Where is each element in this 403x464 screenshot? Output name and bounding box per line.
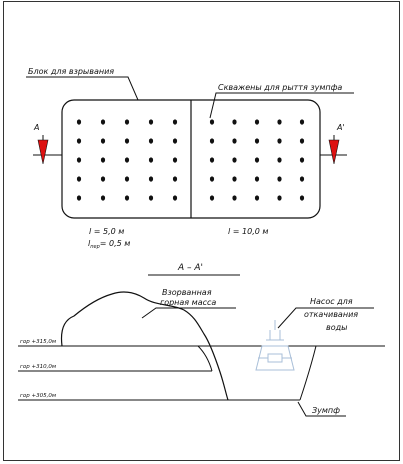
section-mark-left: A: [33, 123, 39, 132]
drill-hole: [172, 119, 178, 125]
pump-label-3: воды: [326, 323, 347, 332]
drill-hole: [299, 138, 305, 144]
level-label-310: гор +310,0м: [20, 364, 56, 370]
drill-hole: [124, 157, 130, 163]
sump-label: Зумпф: [312, 406, 340, 415]
drawing-frame: [3, 1, 400, 461]
drill-hole: [254, 119, 260, 125]
drill-hole: [76, 119, 82, 125]
drill-hole: [209, 195, 215, 201]
drill-hole: [277, 157, 282, 163]
wells-label-leader: [209, 92, 354, 119]
drill-hole: [254, 195, 260, 201]
section-mark-right: A': [336, 123, 345, 132]
drill-hole: [76, 195, 82, 201]
dim-left-l: l = 5,0 м: [89, 227, 124, 236]
blasted-rock-mass: [60, 291, 229, 401]
drill-hole: [172, 157, 178, 163]
drill-hole: [209, 138, 215, 144]
drill-hole: [299, 176, 305, 182]
section-arrow-right: [328, 139, 340, 165]
pump-label-2: откачивания: [304, 310, 358, 319]
drill-hole: [232, 138, 237, 144]
level-label-305: гор +305,0м: [20, 393, 56, 399]
drill-holes-left: [76, 119, 178, 201]
drill-hole: [277, 138, 282, 144]
drill-hole: [100, 119, 106, 125]
dim-right-l: l = 10,0 м: [228, 227, 268, 236]
drill-hole: [148, 157, 154, 163]
drill-hole: [76, 157, 82, 163]
drill-hole: [124, 176, 130, 182]
drill-hole: [209, 157, 215, 163]
drill-hole: [277, 119, 282, 125]
level-label-315: гор +315,0м: [20, 339, 56, 345]
drill-hole: [232, 119, 237, 125]
left-slope: [197, 345, 213, 372]
drill-hole: [148, 176, 154, 182]
drill-hole: [76, 176, 82, 182]
drill-hole: [100, 138, 106, 144]
block-label: Блок для взрывания: [28, 67, 114, 76]
plan-view: Блок для взрывания Скважены для рыття зу…: [26, 67, 354, 250]
drill-hole: [299, 119, 305, 125]
pump-label-leader: [277, 307, 374, 329]
section-title: A – A': [177, 263, 203, 273]
blasted-mass-label-2: горная масса: [160, 298, 216, 307]
drill-hole: [172, 138, 178, 144]
drill-hole: [124, 119, 130, 125]
drill-hole: [254, 157, 260, 163]
drill-hole: [232, 195, 237, 201]
block-label-leader: [26, 76, 139, 101]
dim-left-lper: lпер= 0,5 м: [88, 239, 130, 250]
drill-hole: [277, 176, 282, 182]
section-arrow-left: [37, 139, 49, 165]
drill-hole: [124, 195, 130, 201]
blasted-mass-leader: [141, 307, 236, 319]
wells-label: Скважены для рыття зумпфа: [218, 83, 342, 92]
drill-hole: [232, 176, 237, 182]
pump-label-1: Насос для: [310, 297, 353, 306]
drill-hole: [277, 195, 282, 201]
drill-hole: [124, 138, 130, 144]
drill-hole: [100, 176, 106, 182]
drill-hole: [254, 138, 260, 144]
pump-icon: [255, 320, 295, 371]
drill-hole: [100, 157, 106, 163]
drill-hole: [148, 119, 154, 125]
drill-hole: [76, 138, 82, 144]
drill-hole: [209, 119, 215, 125]
drill-hole: [172, 176, 178, 182]
drill-hole: [172, 195, 178, 201]
blasted-mass-label-1: Взорванная: [162, 288, 212, 297]
section-view: A – A' гор +315,0м гор +310,0м гор +305,…: [18, 263, 385, 417]
drill-hole: [232, 157, 237, 163]
sump-right-wall: [299, 345, 317, 401]
sump-leader: [297, 401, 346, 417]
drill-hole: [148, 138, 154, 144]
drill-hole: [209, 176, 215, 182]
drill-hole: [148, 195, 154, 201]
drill-hole: [100, 195, 106, 201]
drill-holes-right: [209, 119, 305, 201]
drill-hole: [299, 195, 305, 201]
drill-hole: [299, 157, 305, 163]
drill-hole: [254, 176, 260, 182]
